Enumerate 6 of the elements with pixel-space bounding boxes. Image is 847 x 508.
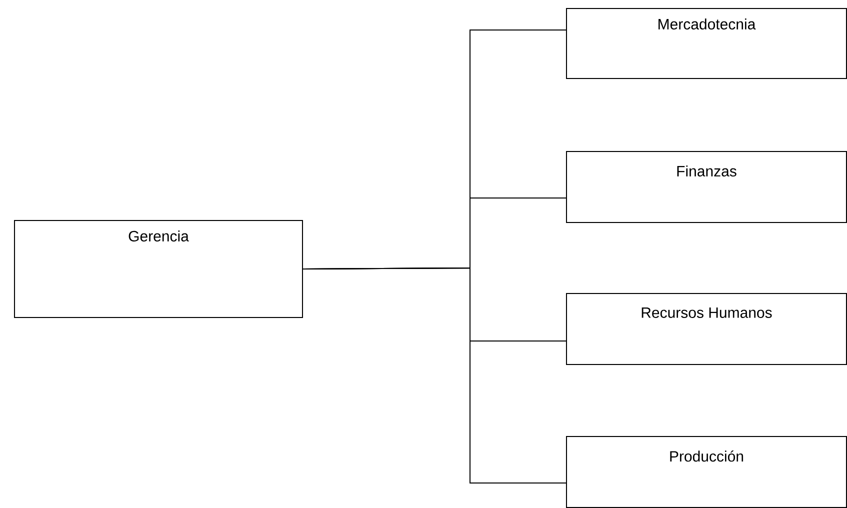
connector-line: [302, 267, 566, 484]
org-box: Producción: [566, 436, 847, 508]
org-box: Finanzas: [566, 151, 847, 223]
org-box: Mercadotecnia: [566, 8, 847, 79]
org-box: Recursos Humanos: [566, 292, 847, 365]
org-box: Gerencia: [14, 220, 303, 318]
